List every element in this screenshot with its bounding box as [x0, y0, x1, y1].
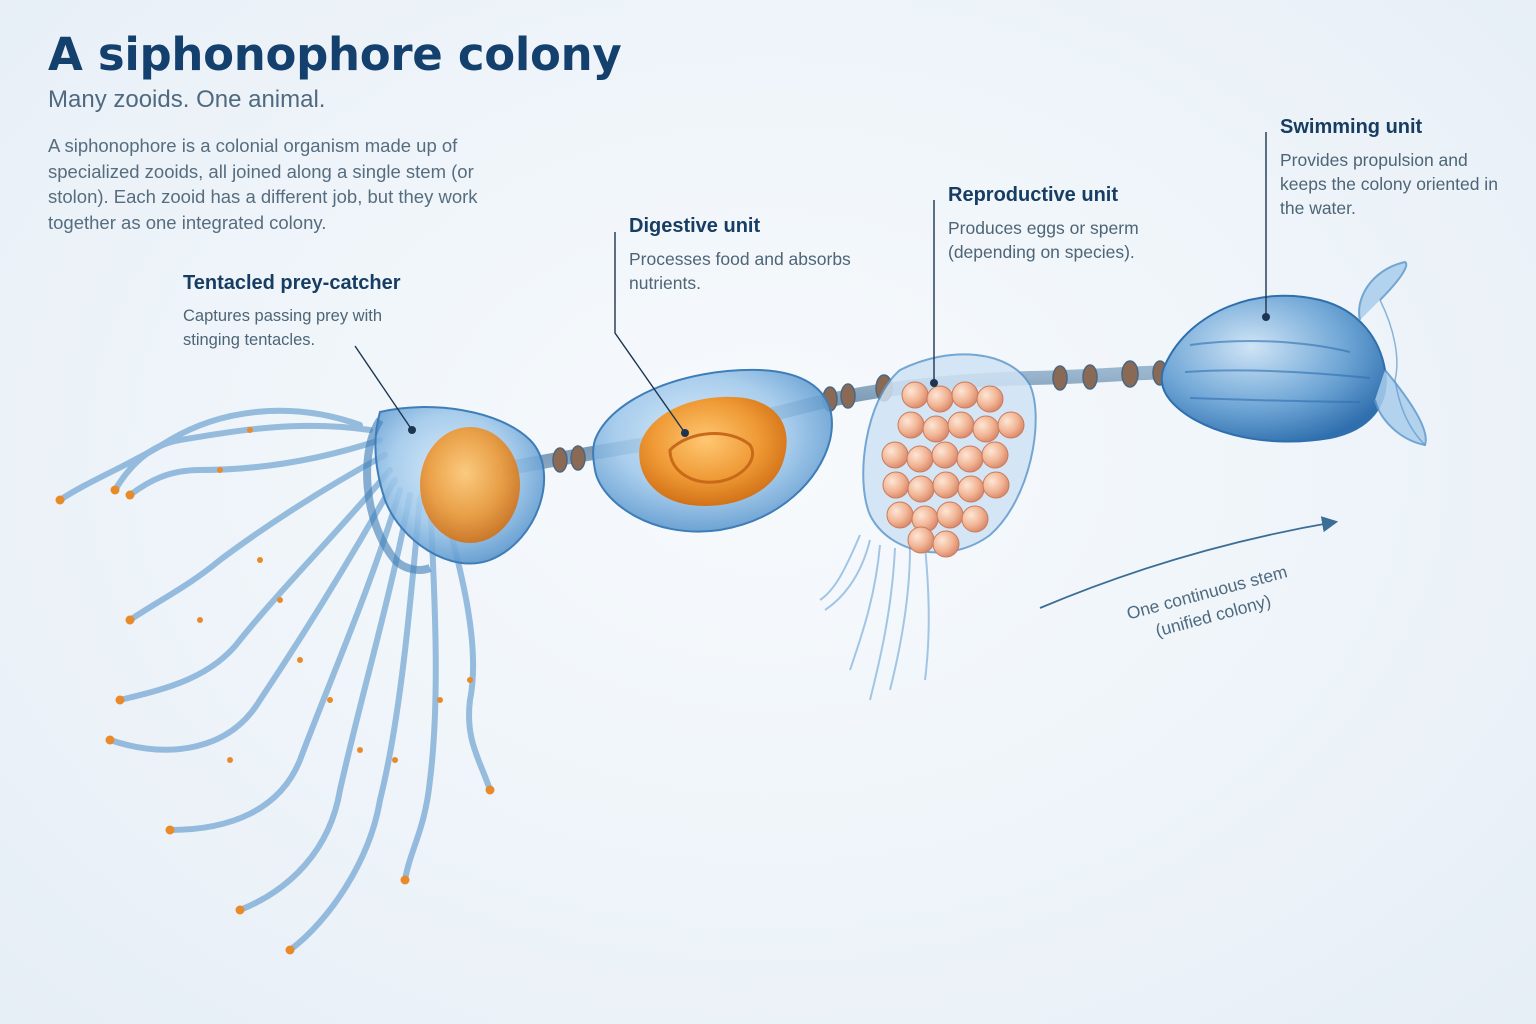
egg	[932, 471, 960, 499]
digestive-zooid-icon	[592, 368, 833, 533]
egg	[926, 385, 954, 413]
label-tentacled-prey-catcher: Tentacled prey-catcher Captures passing …	[183, 272, 443, 352]
page-subtitle: Many zooids. One animal.	[48, 86, 326, 113]
leader-dots	[408, 313, 1270, 437]
reproductive-zooid-icon	[819, 353, 1037, 701]
egg	[906, 445, 934, 473]
label-title: Reproductive unit	[948, 184, 1119, 206]
stem-arrow-icon	[1039, 516, 1339, 609]
egg	[961, 505, 989, 533]
label-description: Processes food and absorbs nutrients.	[629, 249, 851, 293]
intro-paragraph: A siphonophore is a colonial organism ma…	[48, 135, 478, 233]
egg	[907, 526, 935, 554]
swimming-bell-icon	[1160, 260, 1427, 447]
label-title: Swimming unit	[1280, 116, 1423, 138]
egg	[976, 385, 1004, 413]
egg	[981, 441, 1009, 469]
egg	[947, 411, 975, 439]
egg	[886, 501, 914, 529]
egg	[936, 501, 964, 529]
egg	[931, 441, 959, 469]
label-reproductive-unit: Reproductive unit Produces eggs or sperm…	[948, 184, 1198, 264]
egg	[972, 415, 1000, 443]
label-title: Tentacled prey-catcher	[183, 272, 401, 294]
label-title: Digestive unit	[629, 215, 761, 237]
egg	[922, 415, 950, 443]
label-description: Produces eggs or sperm (depending on spe…	[948, 218, 1139, 262]
egg	[897, 411, 925, 439]
egg	[882, 471, 910, 499]
egg	[907, 475, 935, 503]
label-description: Captures passing prey with stinging tent…	[183, 307, 383, 349]
label-description: Provides propulsion and keeps the colony…	[1280, 150, 1498, 218]
egg	[997, 411, 1025, 439]
page-title: A siphonophore colony	[48, 28, 622, 81]
egg	[951, 381, 979, 409]
egg	[957, 475, 985, 503]
egg	[982, 471, 1010, 499]
egg	[901, 381, 929, 409]
leader-lines	[354, 132, 1267, 434]
egg	[881, 441, 909, 469]
label-swimming-unit: Swimming unit Provides propulsion and ke…	[1280, 116, 1510, 220]
egg	[956, 445, 984, 473]
tentacle-zooid-icon	[55, 406, 545, 955]
egg	[932, 530, 960, 558]
label-digestive-unit: Digestive unit Processes food and absorb…	[629, 215, 859, 295]
